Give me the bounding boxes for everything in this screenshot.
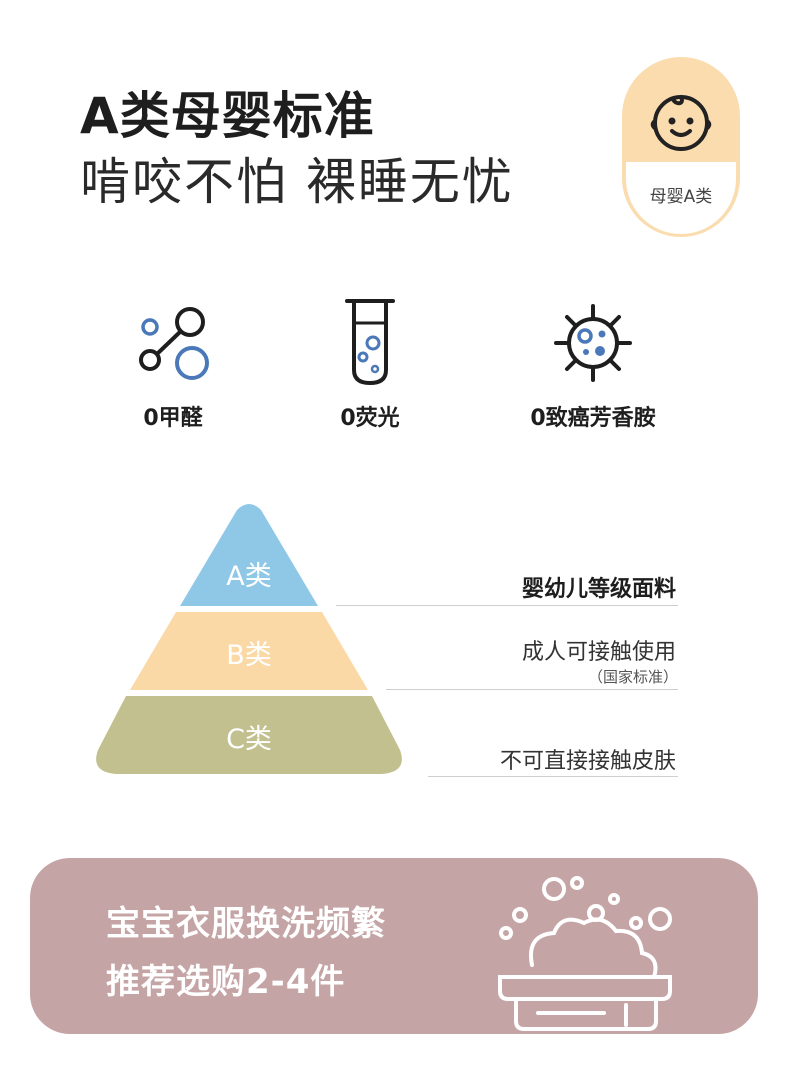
pyramid-tier-c: [96, 696, 402, 774]
badge-label: 母婴A类: [649, 187, 713, 207]
page-title: A类母婴标准: [80, 87, 375, 145]
feature-label-formaldehyde: 0甲醛: [143, 406, 203, 431]
feature-label-fluorescent: 0荧光: [340, 406, 400, 431]
grade-desc-b: 成人可接触使用: [521, 640, 676, 665]
banner-line-2: 推荐选购2-4件: [106, 962, 346, 1002]
washing-bubbles-icon: [498, 876, 672, 1031]
grade-label-c: C类: [226, 724, 272, 755]
pyramid-tier-b: [130, 612, 368, 690]
pyramid-tier-a: [180, 504, 318, 606]
baby-face-icon: [650, 95, 712, 151]
grade-note-b: （国家标准）: [587, 668, 678, 686]
divider-b: [386, 689, 678, 690]
divider-a: [336, 605, 678, 606]
banner-line-1: 宝宝衣服换洗频繁: [106, 904, 386, 944]
divider-c: [428, 776, 678, 777]
grade-desc-a: 婴幼儿等级面料: [521, 577, 676, 602]
grade-label-b: B类: [226, 640, 272, 671]
germ-icon: [554, 304, 632, 382]
grade-label-a: A类: [226, 561, 272, 592]
feature-label-carcinogenic-amine: 0致癌芳香胺: [530, 406, 656, 431]
test-tube-icon: [345, 299, 395, 385]
grade-pyramid: [96, 504, 402, 774]
page-subtitle: 啃咬不怕 裸睡无忧: [80, 153, 514, 211]
wash-tip-banner: [30, 858, 758, 1034]
molecule-icon: [139, 307, 209, 380]
grade-desc-c: 不可直接接触皮肤: [499, 749, 676, 774]
